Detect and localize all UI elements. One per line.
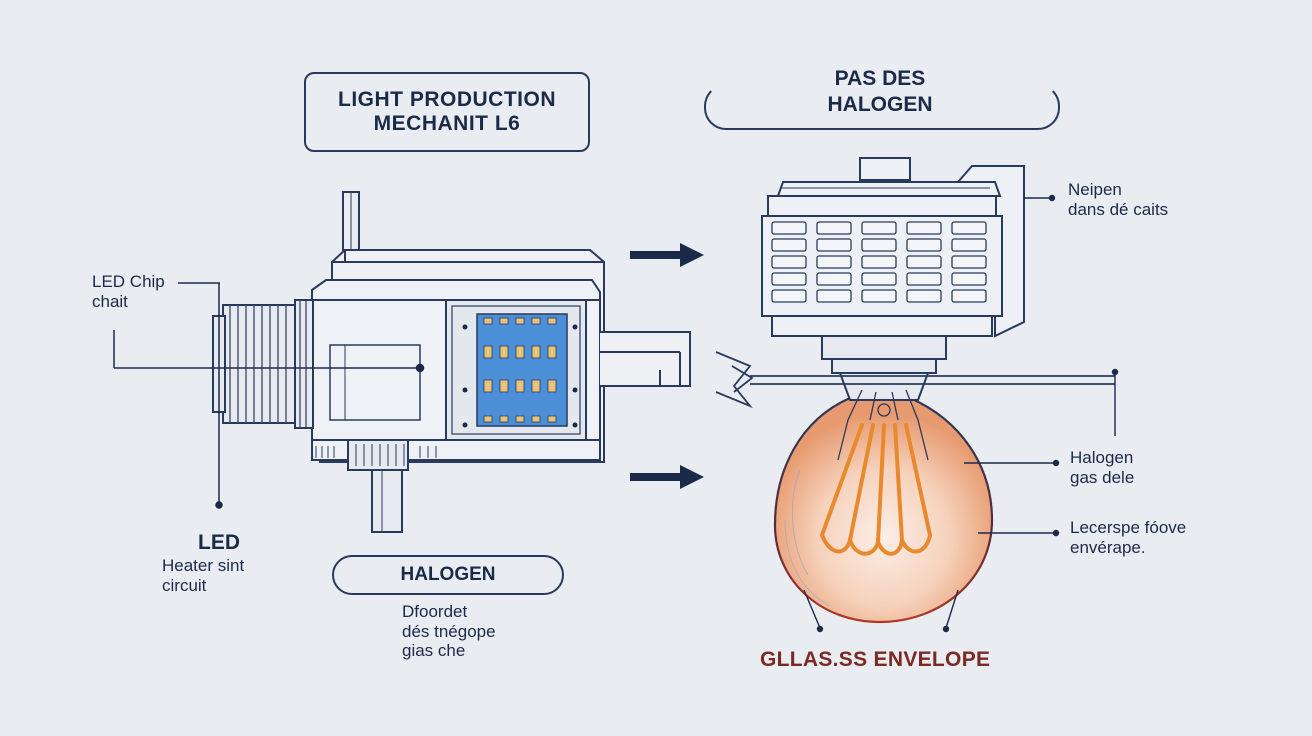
heater-circuit-label: Heater sint circuit <box>162 556 244 595</box>
glass-envelope-label: GLLAS.SS ENVELOPE <box>760 648 991 671</box>
beam-connector <box>715 351 1115 409</box>
led-chip-label-line-1: LED Chip <box>92 272 165 291</box>
title-box: LIGHT PRODUCTION MECHANIT L6 <box>304 72 590 152</box>
led-chip <box>462 313 578 428</box>
led-chip-label: LED Chip chait <box>92 272 165 311</box>
right-arrow-icon <box>630 243 704 267</box>
led-label: LED <box>198 531 240 554</box>
gas-label-line-2: gas dele <box>1070 467 1135 487</box>
right-arrow-icon <box>630 465 704 489</box>
filament <box>820 423 932 556</box>
envelope-label-line-2: envérape. <box>1070 537 1146 557</box>
housing-label: Neipen dans dé caits <box>1068 180 1168 219</box>
heater-label-line-1: Heater sint <box>162 556 245 575</box>
envelope-label: Lecerspe fóove envérape. <box>1070 518 1186 557</box>
led-leader-lines <box>113 282 425 509</box>
bulb-base <box>821 334 947 401</box>
led-chip-label-line-2: chait <box>92 291 128 311</box>
halogen-title-line-2: HALOGEN <box>827 93 933 117</box>
halogen-pill: HALOGEN <box>332 555 564 595</box>
middle-note: Dfoordet dés tnégope gias che <box>402 602 496 661</box>
filament-supports <box>837 389 929 461</box>
bulb-leader-lines <box>803 194 1119 633</box>
lens-ribs <box>229 300 307 428</box>
housing-slots <box>771 221 987 303</box>
halogen-gas-label: Halogen gas dele <box>1070 448 1134 487</box>
halogen-pill-label: HALOGEN <box>400 564 496 585</box>
halogen-title-pill <box>704 84 1060 130</box>
middle-note-line-1: Dfoordet <box>402 602 468 621</box>
gas-label-line-1: Halogen <box>1070 448 1134 467</box>
middle-note-line-3: gias che <box>402 641 466 661</box>
halogen-title-text: PAS DES HALOGEN <box>780 66 980 119</box>
middle-note-line-2: dés tnégope <box>402 621 496 641</box>
title-line-2: MECHANIT L6 <box>373 112 521 135</box>
heater-label-line-2: circuit <box>162 575 207 595</box>
halogen-title-line-1: PAS DES <box>834 67 926 90</box>
title-line-1: LIGHT PRODUCTION <box>338 88 556 111</box>
housing-vents <box>315 444 437 466</box>
housing-label-line-2: dans dé caits <box>1068 199 1169 219</box>
halogen-bulb-glass <box>773 396 994 624</box>
housing-label-line-1: Neipen <box>1068 180 1122 199</box>
led-module <box>212 191 691 533</box>
envelope-label-line-1: Lecerspe fóove <box>1070 518 1187 537</box>
